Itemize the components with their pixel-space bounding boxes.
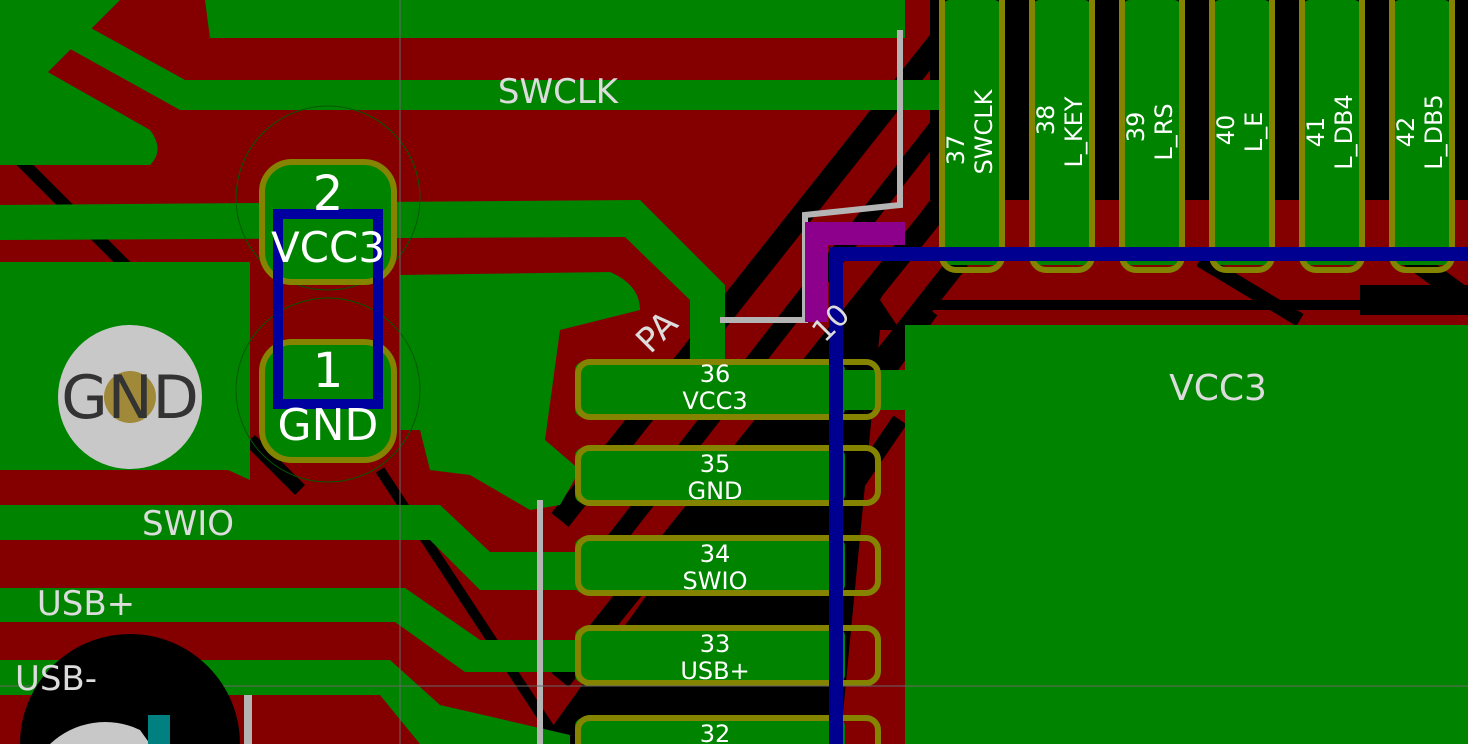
ic-left-pad-number: 35 [700, 450, 731, 478]
ic-top-pad[interactable]: 40 L_E [1212, 112, 1268, 153]
mounting-hole[interactable] [58, 325, 202, 469]
ic-top-pad[interactable]: 38 L_KEY [1032, 96, 1088, 167]
mounting-hole-label: GND [61, 363, 199, 433]
connector-pad2-number: 2 [313, 166, 344, 222]
connector-pad1-number: 1 [313, 343, 344, 399]
zone-label-vcc3: VCC3 [1169, 368, 1267, 409]
connector-pad1-net: GND [278, 400, 379, 451]
ic-top-pad[interactable]: 41 L_DB4 [1302, 94, 1358, 170]
ic-courtyard [829, 247, 1468, 744]
ic-top-pad-net: L_DB4 [1330, 94, 1358, 170]
connector-pad-2[interactable] [259, 159, 397, 285]
ic-top-pad[interactable]: 42 L_DB5 [1392, 94, 1448, 170]
pin1-marker [805, 222, 905, 322]
ic-top-pad-outlines [939, 0, 1455, 273]
ic-left-pad-number: 32 [700, 720, 731, 744]
ic-top-pad-net: L_KEY [1060, 96, 1088, 167]
ic-top-pad-net: L_DB5 [1420, 94, 1448, 170]
ic-top-pad-net: SWCLK [970, 88, 998, 174]
ic-top-pad-net: L_RS [1150, 103, 1178, 160]
ic-left-pad-net: USB+ [680, 657, 749, 685]
net-label-usb-plus: USB+ [37, 584, 135, 624]
ic-left-pad-net: SWIO [683, 567, 748, 595]
ic-left-pad-outlines [575, 359, 881, 744]
ic-left-pad[interactable]: 35 GND [687, 450, 742, 505]
net-label-swio: SWIO [142, 504, 234, 544]
ic-left-pad[interactable]: 32 [700, 720, 731, 744]
ic-top-pad-number: 42 [1392, 117, 1420, 148]
connector-footprint[interactable] [235, 105, 421, 483]
connector-pad2-net: VCC3 [271, 223, 385, 272]
ic-left-pad-net: GND [687, 477, 742, 505]
partial-component [20, 634, 240, 744]
ic-top-pad-labels: 37 SWCLK 38 L_KEY 39 L_RS 40 L_E 41 L_DB… [942, 88, 1448, 174]
ic-left-pad-number: 36 [700, 360, 731, 388]
ic-left-pad-number: 34 [700, 540, 731, 568]
ic-top-pad-net: L_E [1240, 112, 1268, 153]
ic-left-pad-labels: 36 VCC3 35 GND 34 SWIO 33 USB+ 32 [680, 360, 749, 744]
ic-top-pad[interactable]: 39 L_RS [1122, 103, 1178, 160]
ic-top-pad-number: 39 [1122, 112, 1150, 143]
ic-left-pad-number: 33 [700, 630, 731, 658]
ic-top-pad-number: 40 [1212, 115, 1240, 146]
ic-top-pad-number: 37 [942, 135, 970, 166]
ic-left-pad[interactable]: 34 SWIO [683, 540, 748, 595]
ic-left-pad[interactable]: 36 VCC3 [682, 360, 747, 415]
ic-left-pad-net: VCC3 [682, 387, 747, 415]
ic-left-pad[interactable]: 33 USB+ [680, 630, 749, 685]
ic-top-pad[interactable]: 37 SWCLK [942, 88, 998, 174]
net-label-swclk: SWCLK [498, 72, 620, 112]
ic-top-pad-number: 38 [1032, 105, 1060, 136]
ic-top-pad-number: 41 [1302, 117, 1330, 148]
net-label-usb-minus: USB- [15, 659, 97, 699]
connector-courtyard [273, 209, 383, 409]
